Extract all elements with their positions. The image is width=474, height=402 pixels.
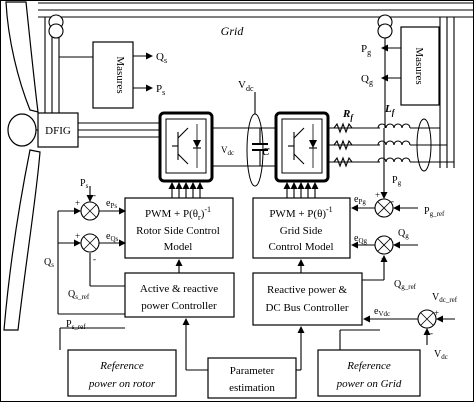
- sum-junction-ps: [80, 201, 100, 221]
- pg-output-label: Pg: [361, 43, 371, 57]
- sign-plus-vdc: +: [434, 308, 439, 318]
- pg-feedback-label: Pg: [392, 175, 402, 187]
- sign-plus-qs: +: [75, 231, 80, 241]
- masures-right-label: Masures: [413, 47, 425, 84]
- reactive-ctrl-line2: DC Bus Controller: [265, 302, 348, 314]
- bottom-connections: [59, 318, 380, 371]
- lf-label: Lf: [384, 103, 396, 117]
- eqg-label: eQg: [354, 233, 368, 245]
- eqs-label: eQs: [106, 231, 119, 243]
- sign-minus-pg: -: [391, 196, 394, 206]
- wind-turbine-icon: [3, 1, 41, 331]
- active-reactive-controller-box: [124, 272, 235, 318]
- sign-minus-qs: -: [93, 254, 96, 264]
- masures-right-box: [400, 26, 440, 106]
- ref-rotor-line2: power on rotor: [88, 378, 156, 390]
- grid-ctrl-line2: Grid Side: [280, 225, 323, 237]
- qg-ref-label: Qg_ref: [394, 279, 417, 291]
- sign-plus-qg: +: [381, 254, 386, 264]
- ref-grid-line2: power on Grid: [336, 378, 402, 390]
- qs-feedback-label: Qs: [44, 257, 54, 269]
- rotor-lines: [78, 122, 160, 138]
- eps-label: ePs: [106, 198, 117, 210]
- masures-left-label: Masures: [114, 56, 126, 93]
- active-ctrl-line2: power Controller: [141, 300, 217, 312]
- grid-ctrl-line1: PWM + P(θ)-1: [269, 205, 332, 220]
- dfig-label: DFIG: [45, 125, 71, 137]
- grid-side-control-box: [252, 197, 351, 259]
- vdc-feedback-label: Vdc: [434, 349, 448, 361]
- grid-filter: [328, 118, 454, 172]
- rotor-side-converter: [158, 111, 214, 183]
- sign-minus-qg: -: [389, 233, 392, 243]
- reactive-dcbus-controller-box: [252, 272, 363, 326]
- reference-power-grid-box: [317, 349, 421, 397]
- pg-ref-label: Pg_ref: [424, 206, 445, 218]
- active-ctrl-line1: Active & reactive: [140, 283, 218, 295]
- rotor-ctrl-line1: PWM + P(θr)-1: [145, 205, 211, 222]
- ps-output-label: Ps: [156, 83, 165, 97]
- reactive-ctrl-line1: Reactive power &: [267, 284, 347, 296]
- qs-ref-label: Qs_ref: [68, 289, 90, 301]
- rotor-gate-arrows: [168, 182, 204, 198]
- qg-output-label: Qg: [361, 73, 373, 87]
- reference-power-rotor-box: [67, 349, 177, 397]
- grid-bus: [38, 2, 474, 168]
- vdc-mid-label: Vdc: [221, 145, 234, 157]
- vdc-ref-label: Vdc_ref: [432, 292, 458, 304]
- grid-gate-arrows: [283, 182, 319, 198]
- sum-junction-qs: [80, 233, 100, 253]
- ref-rotor-line1: Reference: [99, 360, 144, 372]
- masures-left-box: [92, 41, 134, 109]
- qs-output-label: Qs: [156, 51, 167, 65]
- transformer-left-icon: [48, 14, 64, 39]
- sign-minus-vdc: -: [430, 328, 433, 338]
- rotor-side-control-box: [124, 197, 234, 259]
- grid-label: Grid: [221, 24, 245, 38]
- grid-ctrl-line3: Control Model: [268, 241, 333, 253]
- rf-label: Rf: [342, 108, 354, 122]
- sign-minus-ps: -: [93, 190, 96, 200]
- grid-side-converter: [274, 111, 330, 183]
- param-est-line2: estimation: [229, 382, 275, 394]
- evdc-label: eVdc: [374, 306, 390, 318]
- ps-feedback-label: Ps: [80, 178, 89, 190]
- param-est-line1: Parameter: [230, 365, 275, 377]
- parameter-estimation-box: [207, 357, 297, 399]
- ref-grid-line1: Reference: [346, 360, 391, 372]
- ps-ref-label: Ps_ref: [66, 319, 86, 331]
- rotor-ctrl-line3: Model: [164, 241, 193, 253]
- transformer-right-icon: [377, 14, 393, 39]
- dfig-machine: [37, 112, 79, 148]
- sign-plus-ps: +: [75, 198, 80, 208]
- qg-feedback-label: Qg: [398, 228, 409, 240]
- epg-label: ePg: [354, 194, 366, 206]
- dc-link: [212, 92, 276, 187]
- sign-plus-pg: +: [375, 190, 380, 200]
- capacitor-label: C: [262, 146, 270, 158]
- rotor-ctrl-line2: Rotor Side Control: [136, 225, 220, 237]
- vdc-top-label: Vdc: [238, 79, 254, 93]
